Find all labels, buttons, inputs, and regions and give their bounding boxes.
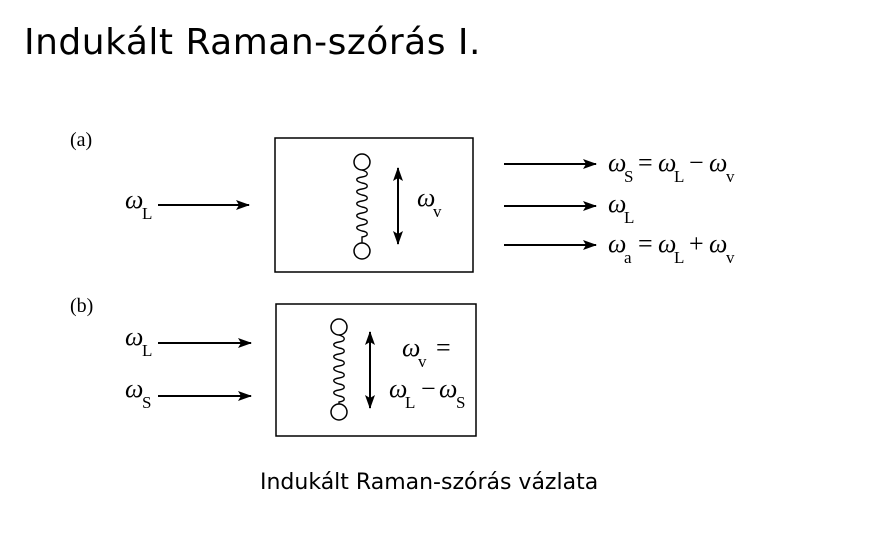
equals-sign: = [638, 148, 653, 177]
omega-symbol: ω [608, 148, 626, 177]
panel-a-input-label: ω L [125, 185, 152, 223]
omega-subscript: v [726, 167, 735, 186]
operator: + [689, 229, 704, 258]
panel-b-resonance-eq: ω v = ω L − ω S [389, 333, 465, 412]
omega-symbol: ω [125, 322, 143, 351]
panel-b-input-laser-label: ω L [125, 322, 152, 360]
omega-subscript: v [418, 352, 427, 371]
panel-a-output-antistokes-eq: ω a = ω L + ω v [608, 229, 735, 267]
omega-subscript: L [674, 248, 684, 267]
omega-subscript: L [142, 341, 152, 360]
omega-subscript: a [624, 248, 632, 267]
panel-a-molecule-box [274, 137, 474, 273]
omega-symbol: ω [402, 333, 420, 362]
panel-a: (a) ω L ω v ω S = ω L − [70, 129, 735, 273]
operator: − [421, 374, 436, 403]
omega-symbol: ω [608, 229, 626, 258]
omega-subscript: S [142, 393, 151, 412]
omega-symbol: ω [658, 229, 676, 258]
panel-a-vibration-label: ω v [417, 183, 442, 221]
panel-b-molecule-box [275, 303, 477, 437]
panel-b-label: (b) [70, 295, 93, 317]
omega-subscript: v [433, 202, 442, 221]
omega-symbol: ω [417, 183, 435, 212]
omega-symbol: ω [389, 374, 407, 403]
omega-subscript: L [674, 167, 684, 186]
omega-symbol: ω [709, 229, 727, 258]
omega-symbol: ω [709, 148, 727, 177]
omega-symbol: ω [125, 374, 143, 403]
omega-subscript: v [726, 248, 735, 267]
panel-b-input-stokes-label: ω S [125, 374, 151, 412]
panel-b: (b) ω L ω S ω v = ω L − ω S [70, 295, 477, 437]
omega-subscript: S [624, 167, 633, 186]
omega-symbol: ω [439, 374, 457, 403]
panel-a-output-stokes-eq: ω S = ω L − ω v [608, 148, 735, 186]
slide-title: Indukált Raman-szórás I. [24, 22, 481, 63]
omega-symbol: ω [125, 185, 143, 214]
operator: − [689, 148, 704, 177]
omega-subscript: L [142, 204, 152, 223]
panel-a-output-laser-label: ω L [608, 189, 634, 227]
omega-symbol: ω [658, 148, 676, 177]
omega-subscript: S [456, 393, 465, 412]
panel-a-label: (a) [70, 129, 92, 151]
panel-a-molecule-spring [353, 153, 371, 260]
equals-sign: = [638, 229, 653, 258]
omega-subscript: L [405, 393, 415, 412]
omega-symbol: ω [608, 189, 626, 218]
omega-subscript: L [624, 208, 634, 227]
panel-b-molecule-spring [330, 318, 348, 421]
equals-sign: = [436, 333, 451, 362]
figure-caption: Indukált Raman-szórás vázlata [260, 470, 599, 495]
